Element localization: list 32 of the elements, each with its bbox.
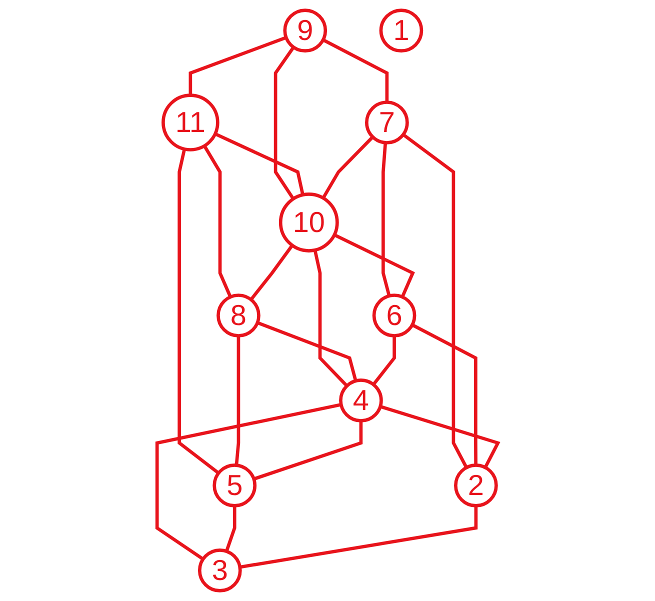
node-circle: 6 <box>372 294 416 338</box>
connector <box>214 132 304 196</box>
connector <box>253 420 363 481</box>
connector <box>334 233 415 298</box>
node-circle: 5 <box>212 464 257 508</box>
node-circle: 1 <box>379 8 424 52</box>
connector <box>322 38 389 102</box>
connector <box>402 133 468 468</box>
node-circle: 7 <box>365 100 409 144</box>
connector <box>382 142 391 296</box>
node-circle: 9 <box>283 8 328 52</box>
connector <box>322 136 374 199</box>
connector <box>178 148 220 474</box>
node-circle: 10 <box>278 192 339 252</box>
connector <box>411 323 478 466</box>
connector <box>250 244 294 301</box>
connector <box>240 506 478 569</box>
connector <box>372 336 396 386</box>
connector <box>313 250 348 388</box>
node-circle: 2 <box>454 464 498 508</box>
connector <box>256 321 358 382</box>
connector <box>274 46 295 200</box>
connector <box>188 36 287 96</box>
node-circle: 11 <box>162 94 220 152</box>
node-circle: 4 <box>339 378 383 422</box>
connector <box>155 402 342 560</box>
connector <box>380 404 500 468</box>
connector <box>234 336 240 466</box>
node-circle: 3 <box>198 548 242 592</box>
node-circle: 8 <box>216 294 260 338</box>
connector <box>224 506 236 552</box>
connector <box>202 145 232 298</box>
